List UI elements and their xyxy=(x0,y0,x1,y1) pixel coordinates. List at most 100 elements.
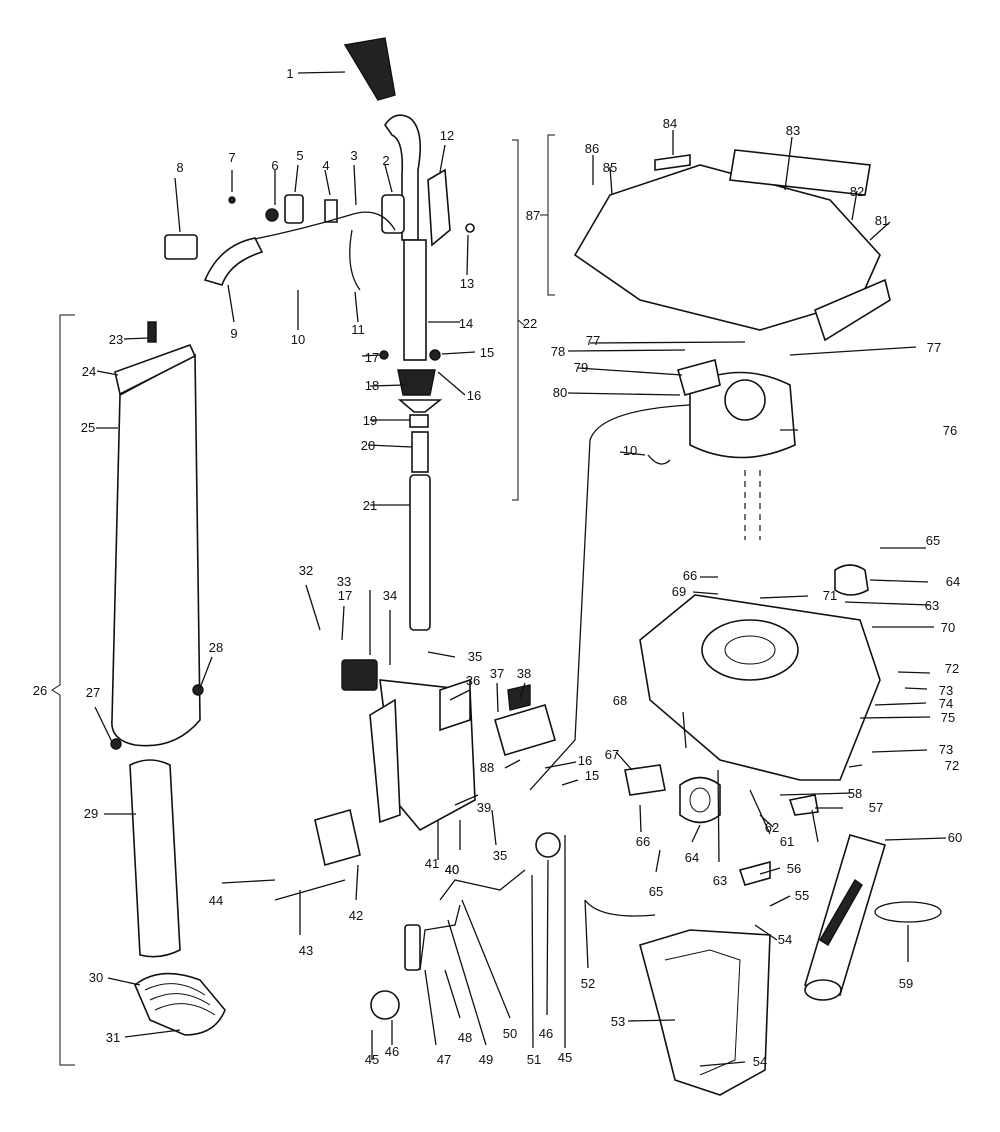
part-label-84: 84 xyxy=(663,116,677,131)
part-label-41: 41 xyxy=(425,856,439,871)
part-label-34: 34 xyxy=(383,588,397,603)
part-label-36: 36 xyxy=(466,673,480,688)
part-label-63: 63 xyxy=(925,598,939,613)
part-label-52: 52 xyxy=(581,976,595,991)
base xyxy=(639,594,881,781)
part-label-71: 71 xyxy=(823,588,837,603)
part-label-77: 77 xyxy=(586,333,600,348)
part-label-61: 61 xyxy=(780,834,794,849)
part-label-64: 64 xyxy=(946,574,960,589)
part-label-35: 35 xyxy=(493,848,507,863)
part-label-67: 67 xyxy=(605,747,619,762)
part-label-49: 49 xyxy=(479,1052,493,1067)
handle-tube-lower xyxy=(379,239,443,631)
part-label-55: 55 xyxy=(795,888,809,903)
motor-dashed-guide xyxy=(744,470,761,540)
part-label-35: 35 xyxy=(468,649,482,664)
part-label-25: 25 xyxy=(81,420,95,435)
part-label-45: 45 xyxy=(365,1052,379,1067)
part-label-66: 66 xyxy=(683,568,697,583)
part-label-9: 9 xyxy=(230,326,237,341)
outer-bag xyxy=(110,321,204,750)
part-label-72: 72 xyxy=(945,758,959,773)
part-label-13: 13 xyxy=(460,276,474,291)
part-label-82: 82 xyxy=(850,184,864,199)
hose-elbow xyxy=(134,972,226,1036)
part-label-2: 2 xyxy=(382,153,389,168)
part-label-12: 12 xyxy=(440,128,454,143)
part-label-27: 27 xyxy=(86,685,100,700)
part-label-5: 5 xyxy=(296,148,303,163)
part-label-66: 66 xyxy=(636,834,650,849)
part-label-69: 69 xyxy=(672,584,686,599)
part-label-81: 81 xyxy=(875,213,889,228)
part-label-16: 16 xyxy=(578,753,592,768)
part-label-45: 45 xyxy=(558,1050,572,1065)
part-label-28: 28 xyxy=(209,640,223,655)
handle-tube-upper xyxy=(384,114,421,241)
part-label-62: 62 xyxy=(765,820,779,835)
part-label-15: 15 xyxy=(585,768,599,783)
part-label-44: 44 xyxy=(209,893,223,908)
part-label-15: 15 xyxy=(480,345,494,360)
part-label-37: 37 xyxy=(490,666,504,681)
part-label-63: 63 xyxy=(713,873,727,888)
pivot-housing xyxy=(341,659,476,832)
part-label-85: 85 xyxy=(603,160,617,175)
part-label-20: 20 xyxy=(361,438,375,453)
part-label-6: 6 xyxy=(271,158,278,173)
part-label-14: 14 xyxy=(459,316,473,331)
part-label-56: 56 xyxy=(787,861,801,876)
handle-bracket xyxy=(512,139,525,501)
part-label-3: 3 xyxy=(350,148,357,163)
part-label-17: 17 xyxy=(338,588,352,603)
part-label-70: 70 xyxy=(941,620,955,635)
part-label-1: 1 xyxy=(286,66,293,81)
part-label-76: 76 xyxy=(943,423,957,438)
part-label-87: 87 xyxy=(526,208,540,223)
part-label-46: 46 xyxy=(539,1026,553,1041)
part-label-11: 11 xyxy=(351,322,365,337)
belt xyxy=(874,901,942,923)
part-label-77: 77 xyxy=(927,340,941,355)
part-label-74: 74 xyxy=(939,696,953,711)
part-label-59: 59 xyxy=(899,976,913,991)
part-label-78: 78 xyxy=(551,344,565,359)
part-label-24: 24 xyxy=(82,364,96,379)
part-label-40: 40 xyxy=(445,862,459,877)
motor xyxy=(529,359,796,791)
part-label-65: 65 xyxy=(649,884,663,899)
part-label-7: 7 xyxy=(228,150,235,165)
bag-bracket xyxy=(51,314,75,1066)
fill-tube xyxy=(129,759,181,958)
part-label-68: 68 xyxy=(613,693,627,708)
part-label-23: 23 xyxy=(109,332,123,347)
fan-and-wheels xyxy=(624,564,869,886)
part-label-22: 22 xyxy=(523,316,537,331)
part-label-60: 60 xyxy=(948,830,962,845)
part-label-30: 30 xyxy=(89,970,103,985)
part-label-80: 80 xyxy=(553,385,567,400)
part-label-26: 26 xyxy=(33,683,47,698)
part-label-88: 88 xyxy=(480,760,494,775)
part-label-79: 79 xyxy=(574,360,588,375)
part-label-10: 10 xyxy=(623,443,637,458)
part-label-40: 40 xyxy=(445,862,459,877)
part-label-31: 31 xyxy=(106,1030,120,1045)
height-adjust-assembly xyxy=(494,684,556,756)
handle-grip xyxy=(343,37,396,101)
hood xyxy=(540,134,891,342)
bottom-plate xyxy=(639,929,771,1096)
part-label-32: 32 xyxy=(299,563,313,578)
part-label-4: 4 xyxy=(322,158,329,173)
pedal-and-linkage xyxy=(274,808,561,1020)
part-label-72: 72 xyxy=(945,661,959,676)
part-label-43: 43 xyxy=(299,943,313,958)
part-label-73: 73 xyxy=(939,742,953,757)
part-label-57: 57 xyxy=(869,800,883,815)
part-label-38: 38 xyxy=(517,666,531,681)
part-label-18: 18 xyxy=(365,378,379,393)
brush-roll xyxy=(804,834,886,1001)
